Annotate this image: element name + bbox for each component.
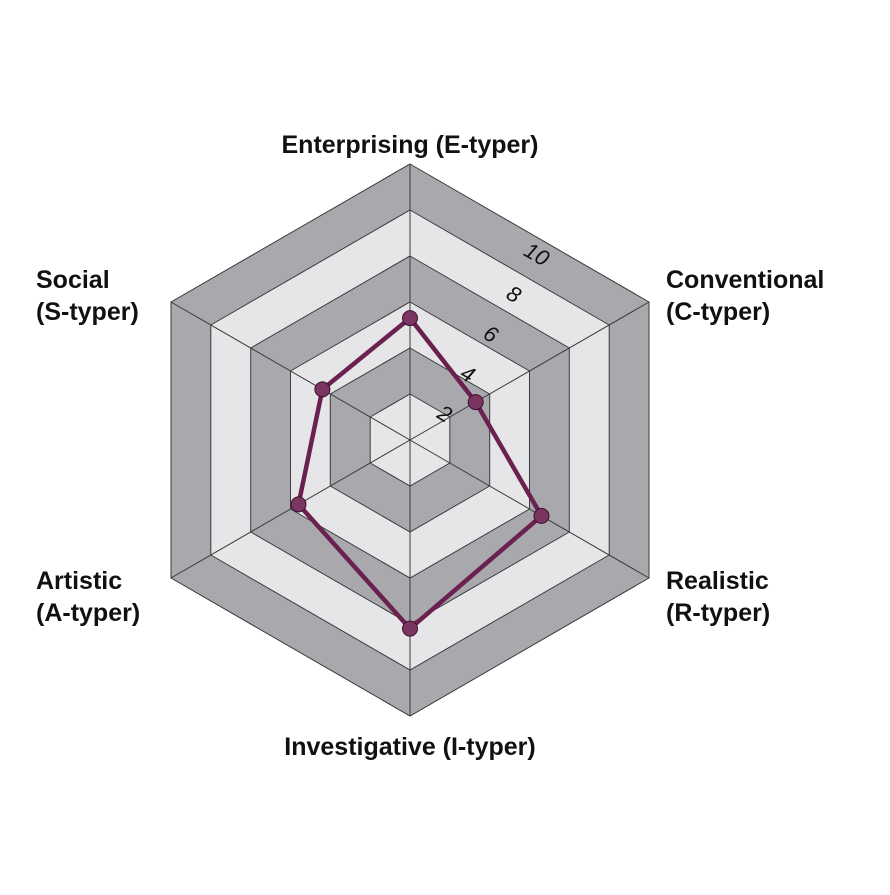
data-point	[402, 310, 418, 327]
data-series	[290, 310, 550, 637]
axis-label-line: (A-typer)	[36, 599, 140, 627]
grid-spoke	[170, 301, 411, 441]
data-point	[290, 496, 307, 513]
data-point	[533, 507, 550, 524]
axis-label-line: Conventional	[666, 266, 824, 294]
data-point	[467, 394, 484, 411]
axis-label-line: Social	[36, 266, 110, 294]
data-point	[402, 620, 418, 637]
grid-spoke	[170, 439, 411, 579]
axis-label: Conventional (C-typer)	[666, 266, 824, 326]
axis-label: Realistic (R-typer)	[666, 567, 770, 627]
axis-label-line: (C-typer)	[666, 298, 770, 326]
axis-label-line: Artistic	[36, 567, 122, 595]
axis-label-line: Investigative (I-typer)	[284, 733, 535, 761]
grid-spokes	[170, 164, 650, 716]
axis-labels: Enterprising (E-typer) Conventional (C-typ…	[36, 131, 824, 761]
data-point	[314, 381, 331, 398]
axis-label: Investigative (I-typer)	[284, 733, 535, 761]
axis-label-line: Realistic	[666, 567, 769, 595]
axis-label-line: Enterprising (E-typer)	[282, 131, 539, 159]
axis-label: Artistic (A-typer)	[36, 567, 140, 627]
axis-label: Enterprising (E-typer)	[282, 131, 539, 159]
axis-label-line: (R-typer)	[666, 599, 770, 627]
axis-label-line: (S-typer)	[36, 298, 139, 326]
axis-label: Social (S-typer)	[36, 266, 139, 326]
grid-spoke	[409, 439, 650, 579]
grid-spoke	[409, 301, 650, 441]
